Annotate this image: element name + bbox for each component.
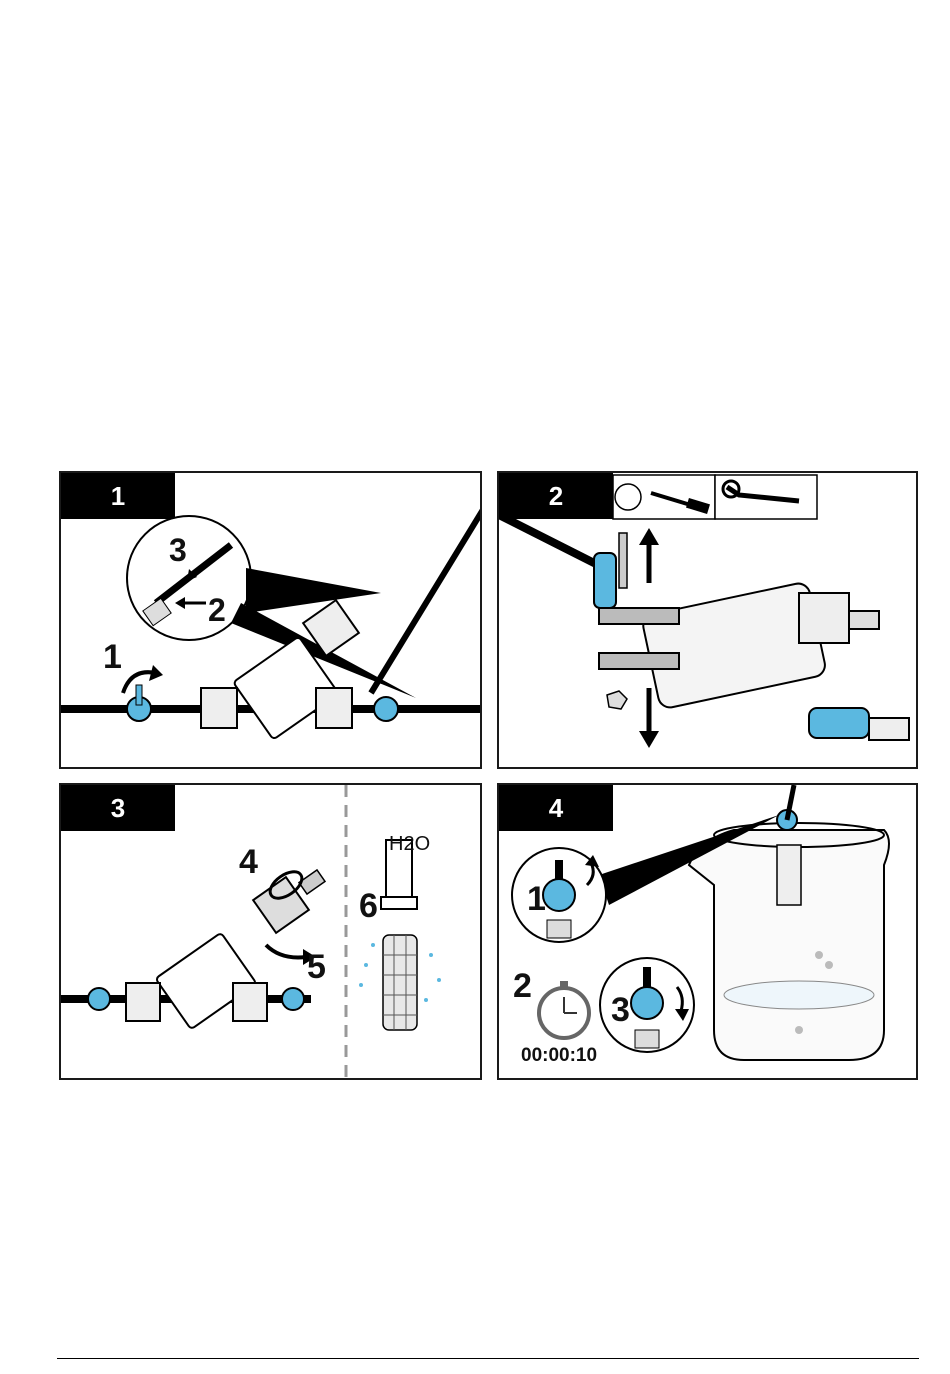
step-3-illustration: 4 5 6 bbox=[61, 785, 482, 1080]
valve-left bbox=[88, 988, 110, 1010]
filter-outlet bbox=[849, 611, 879, 629]
callout-3: 3 bbox=[169, 532, 187, 568]
footer-rule bbox=[57, 1358, 919, 1359]
step-4-illustration: 1 2 3 bbox=[499, 785, 918, 1080]
callout-wedge-1 bbox=[246, 568, 381, 613]
callout-1: 1 bbox=[527, 880, 546, 918]
union-right bbox=[316, 688, 352, 728]
h2o-label: H2O bbox=[389, 833, 430, 856]
union-left bbox=[201, 688, 237, 728]
tube-upper bbox=[371, 508, 482, 693]
pipe-nozzle bbox=[381, 897, 417, 909]
callout-2: 2 bbox=[513, 967, 532, 1005]
step-2-panel: 2 bbox=[497, 471, 918, 769]
callout-2: 2 bbox=[208, 592, 226, 628]
step-4-panel: 4 1 2 3 bbox=[497, 783, 918, 1080]
valve-right bbox=[282, 988, 304, 1010]
nut bbox=[607, 691, 627, 709]
bracket-bottom bbox=[599, 653, 679, 669]
valve-left-handle bbox=[136, 685, 142, 705]
sample-line bbox=[777, 845, 801, 905]
step-1-illustration: 1 2 3 bbox=[61, 473, 482, 769]
filter-cap bbox=[799, 593, 849, 643]
valve-right bbox=[374, 697, 398, 721]
callout-4: 4 bbox=[239, 843, 258, 881]
step-1-panel: 1 1 2 3 bbox=[59, 471, 482, 769]
screw bbox=[619, 533, 627, 588]
step-2-illustration bbox=[499, 473, 918, 769]
callout-1: 1 bbox=[103, 638, 122, 676]
tube bbox=[499, 515, 604, 568]
arrow-5 bbox=[266, 945, 306, 958]
step-3-panel: 3 4 5 6 bbox=[59, 783, 482, 1080]
union-left bbox=[126, 983, 160, 1021]
valve-blue bbox=[809, 708, 869, 738]
callout-5: 5 bbox=[307, 948, 326, 986]
callout-3: 3 bbox=[611, 991, 630, 1029]
blue-clamp bbox=[594, 553, 616, 608]
union-right bbox=[233, 983, 267, 1021]
valve-outlet bbox=[869, 718, 909, 740]
callout-6: 6 bbox=[359, 887, 378, 925]
bracket-top bbox=[599, 608, 679, 624]
strainer-screen bbox=[383, 935, 417, 1030]
timer-readout: 00:00:10 bbox=[521, 1045, 597, 1067]
